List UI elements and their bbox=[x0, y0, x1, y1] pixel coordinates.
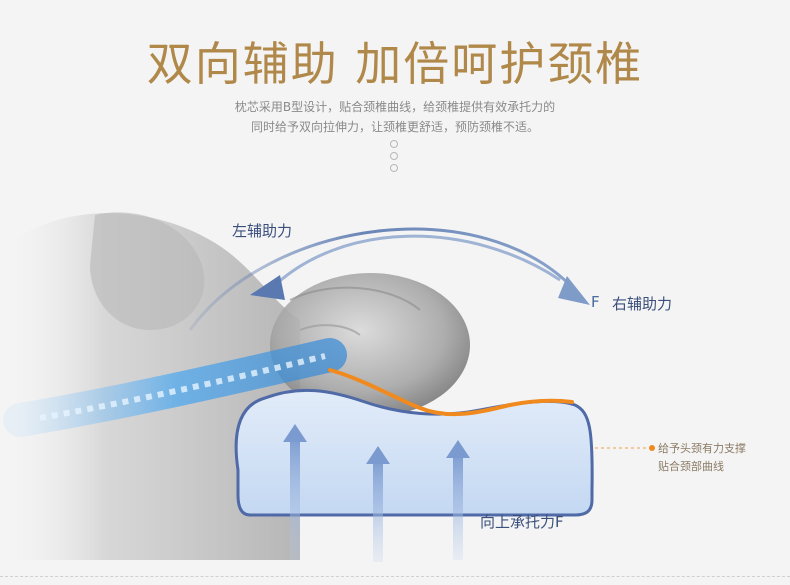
callout-line-1: 给予头颈有力支撑 bbox=[658, 442, 746, 455]
label-left-force: 左辅助力 bbox=[232, 222, 293, 240]
label-up-force: 向上承托力F bbox=[480, 513, 564, 531]
page-title: 双向辅助 加倍呵护颈椎 bbox=[146, 37, 644, 91]
arc-arrow-left bbox=[250, 275, 285, 300]
arc-arrow-right bbox=[558, 276, 590, 305]
inner-arc bbox=[268, 234, 561, 292]
subtitle-line-2: 同时给予双向拉伸力，让颈椎更舒适，预防颈椎不适。 bbox=[250, 120, 539, 134]
bottom-divider bbox=[0, 576, 790, 577]
neck-curve bbox=[328, 368, 574, 417]
face-shape bbox=[90, 212, 205, 330]
label-right-f: F bbox=[591, 293, 600, 311]
up-arrows bbox=[283, 424, 470, 562]
outer-arc bbox=[188, 227, 577, 331]
dot-icon bbox=[390, 140, 398, 148]
callout-line-2: 贴合颈部曲线 bbox=[658, 460, 724, 473]
label-right-force: 右辅助力 bbox=[612, 295, 673, 313]
dot-icon bbox=[390, 164, 398, 172]
decorative-dots bbox=[389, 140, 401, 176]
dot-icon bbox=[390, 152, 398, 160]
subtitle-line-1: 枕芯采用B型设计，贴合颈椎曲线，给颈椎提供有效承托力的 bbox=[234, 100, 556, 114]
